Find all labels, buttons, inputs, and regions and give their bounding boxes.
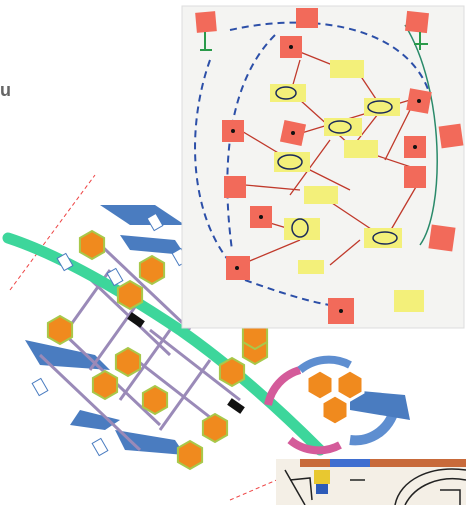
hexagon [116, 279, 144, 311]
hexagon [78, 229, 106, 261]
pen-mark [200, 32, 212, 51]
wedge [115, 430, 185, 455]
hexagon-group [46, 229, 269, 471]
guide-line [9, 174, 96, 291]
hexagon [218, 356, 246, 388]
sticky-note [405, 10, 429, 34]
sticky-note [224, 176, 246, 198]
hexagon [335, 368, 365, 402]
dashed-arrow [229, 21, 431, 96]
sticky-board-photo [181, 5, 465, 329]
sticky-note [428, 224, 456, 252]
hexagon [320, 393, 350, 427]
hexagon [201, 412, 229, 444]
hexagon [114, 346, 142, 378]
sticky-note [304, 186, 338, 204]
sticky-note [404, 166, 426, 188]
sketch-strip [330, 459, 370, 467]
hexagon [138, 254, 166, 286]
hexagon [141, 384, 169, 416]
dashed-arrow [244, 279, 351, 308]
hexagon [46, 314, 74, 346]
sticky-note [330, 60, 364, 78]
hexagon [305, 368, 335, 402]
sketch-figure [314, 470, 330, 484]
band-tag [227, 398, 245, 414]
marker-dots [231, 45, 421, 313]
sketch-strip [300, 459, 466, 467]
wedge [120, 235, 185, 255]
marker-ovals [275, 86, 398, 245]
wedge [70, 410, 120, 430]
band-tag [127, 312, 145, 328]
process-diagram [2, 174, 326, 501]
hexagon [176, 439, 204, 471]
dashed-arrow [194, 59, 236, 269]
cycle-arc [264, 366, 302, 406]
cycle-hexagons [305, 368, 365, 427]
sketch-photo [276, 459, 466, 506]
sticky-note [394, 290, 424, 312]
sticky-note [296, 8, 318, 28]
sketch-lines [284, 468, 466, 506]
sticky-note [438, 123, 464, 149]
cycle-arc [287, 436, 342, 455]
green-arrow [404, 24, 438, 246]
wedge [100, 205, 185, 225]
hexagon [91, 369, 119, 401]
cropped-text-fragment: u [0, 80, 11, 100]
sticky-note [298, 260, 324, 274]
cycle-diagram [264, 355, 410, 455]
wedge [350, 390, 410, 420]
flow-band [2, 232, 326, 456]
sticky-note [195, 11, 217, 33]
pen-mark [414, 32, 428, 50]
sketch-figure [316, 484, 328, 494]
cycle-arc [297, 355, 352, 374]
sticky-note [344, 140, 378, 158]
